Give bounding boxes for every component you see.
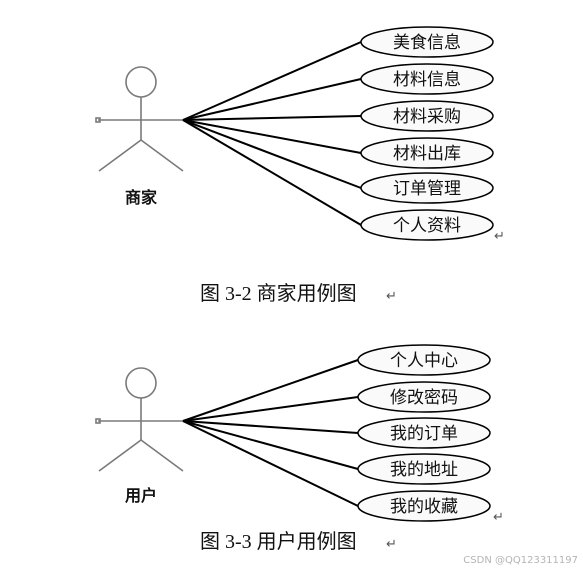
paragraph-mark: ↵ xyxy=(494,229,505,244)
association-line xyxy=(182,420,359,470)
association-line xyxy=(182,119,362,189)
merchant-actor-figure xyxy=(95,66,184,172)
user-actor-figure xyxy=(95,367,184,472)
merchant-actor-label: 商家 xyxy=(125,188,158,207)
use-case-label: 材料出库 xyxy=(393,144,461,164)
use-case-ellipse: 我的订单 xyxy=(357,417,491,449)
merchant-use-cases: 美食信息 材料信息 材料采购 材料出库 订单管理 个人资料 xyxy=(360,26,494,241)
association-line xyxy=(182,78,362,121)
use-case-ellipse: 个人资料 xyxy=(360,209,494,241)
use-case-label: 个人中心 xyxy=(390,351,458,371)
actor-left-leg xyxy=(98,139,142,172)
paragraph-mark: ↵ xyxy=(386,537,397,552)
merchant-use-case-diagram: 商家 美食信息 材料信息 材料采购 材料出库 xyxy=(95,26,505,305)
csdn-watermark: CSDN @QQ123311197 xyxy=(463,555,578,566)
use-case-label: 我的订单 xyxy=(390,424,458,444)
association-line xyxy=(182,119,362,226)
use-case-ellipse: 我的地址 xyxy=(357,453,491,485)
use-case-label: 个人资料 xyxy=(393,216,461,236)
paragraph-mark: ↵ xyxy=(493,510,504,525)
use-case-label: 我的收藏 xyxy=(390,497,458,517)
association-line xyxy=(182,420,359,507)
actor-left-leg xyxy=(98,439,142,472)
use-case-label: 美食信息 xyxy=(393,33,461,53)
user-associations xyxy=(182,359,359,507)
association-line xyxy=(182,359,359,422)
association-line xyxy=(182,41,362,121)
use-case-label: 订单管理 xyxy=(393,179,461,199)
use-case-ellipse: 修改密码 xyxy=(357,381,491,413)
actor-right-leg xyxy=(140,139,184,172)
merchant-associations xyxy=(182,41,362,226)
association-line xyxy=(182,115,362,121)
user-use-case-diagram: 用户 个人中心 修改密码 我的订单 我的地址 xyxy=(95,344,504,553)
association-line xyxy=(182,420,359,434)
association-line xyxy=(182,119,362,154)
association-line xyxy=(182,396,359,422)
use-case-label: 材料采购 xyxy=(393,107,461,127)
actor-right-leg xyxy=(140,439,184,472)
actor-anchor xyxy=(95,418,101,424)
user-actor-label: 用户 xyxy=(125,486,157,505)
use-case-ellipse: 美食信息 xyxy=(360,26,494,58)
use-case-label: 材料信息 xyxy=(393,70,461,90)
use-case-ellipse: 个人中心 xyxy=(357,344,491,376)
use-case-label: 修改密码 xyxy=(390,388,458,408)
user-use-cases: 个人中心 修改密码 我的订单 我的地址 我的收藏 xyxy=(357,344,491,522)
use-case-ellipse: 材料出库 xyxy=(360,137,494,169)
paragraph-mark: ↵ xyxy=(386,289,397,304)
use-case-ellipse: 材料采购 xyxy=(360,100,494,132)
use-case-label: 我的地址 xyxy=(390,460,458,480)
actor-head xyxy=(125,367,157,399)
actor-anchor xyxy=(95,117,101,123)
merchant-figure-caption: 图 3-2 商家用例图 xyxy=(200,282,357,305)
actor-head xyxy=(125,66,157,98)
use-case-ellipse: 我的收藏 xyxy=(357,490,491,522)
user-figure-caption: 图 3-3 用户用例图 xyxy=(200,530,357,553)
use-case-ellipse: 订单管理 xyxy=(360,172,494,204)
use-case-ellipse: 材料信息 xyxy=(360,63,494,95)
